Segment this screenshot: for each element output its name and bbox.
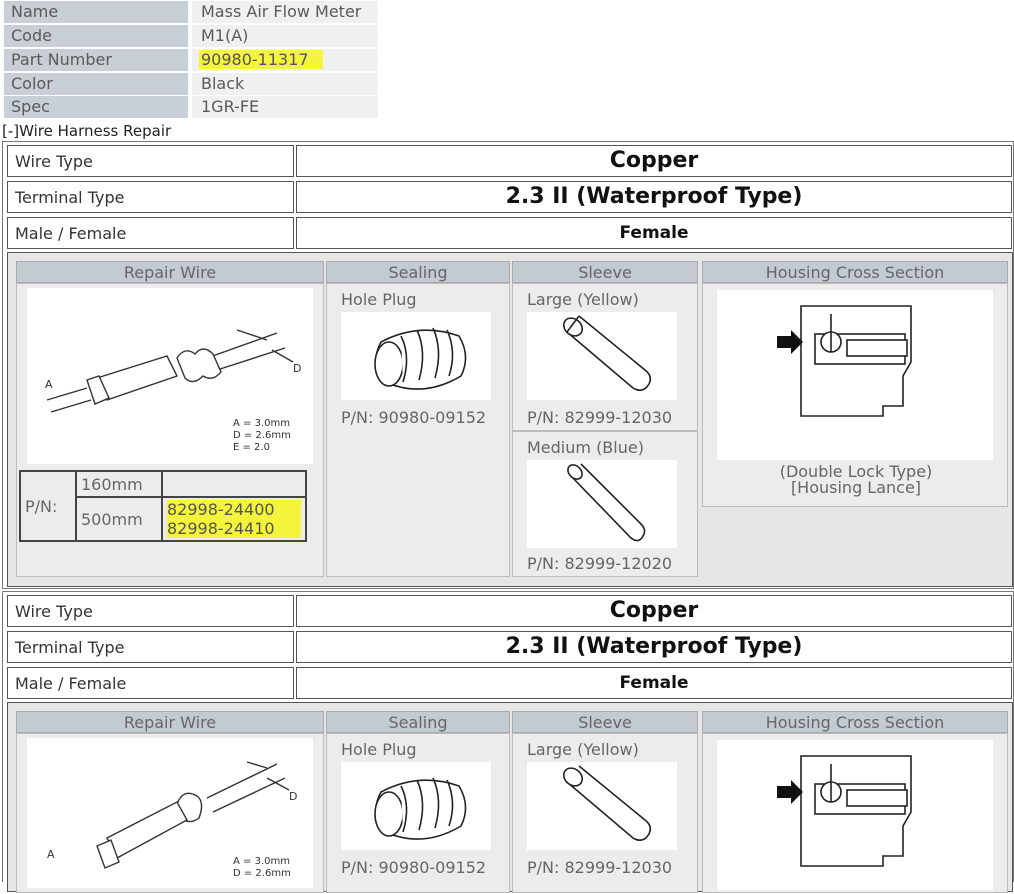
terminal-type-value: 2.3 II (Waterproof Type): [296, 181, 1012, 213]
sleeve-medium-image: [527, 460, 677, 548]
pn-500-1: 82998-24400: [167, 500, 301, 519]
sleeve-large-cell-2: Large (Yellow) P/N: 82999-12030: [512, 733, 698, 893]
pn-500-2: 82998-24410: [167, 519, 301, 538]
repair-wire-cell: A D A = 3.0mm D = 2.6mm E = 2.0 P/N: 160…: [16, 283, 324, 577]
dim-d-letter-2: D: [289, 790, 297, 803]
wire-type-label: Wire Type: [7, 145, 294, 177]
repair-wire-image: A D A = 3.0mm D = 2.6mm E = 2.0: [27, 288, 313, 464]
name-value: Mass Air Flow Meter: [192, 1, 378, 23]
hole-plug-pn: P/N: 90980-09152: [341, 408, 487, 427]
len-160: 160mm: [75, 470, 163, 498]
repair-panel: Repair Wire Sealing Sleeve Housing Cross…: [7, 252, 1013, 587]
code-value: M1(A): [192, 25, 378, 47]
terminal-drawing-icon: A D A = 3.0mm D = 2.6mm: [47, 761, 297, 879]
pn-160-empty: [161, 470, 307, 498]
sleeve-medium-icon: [567, 463, 646, 542]
sleeve-medium-cell: Medium (Blue) P/N: 82999-12020: [512, 431, 698, 577]
dim-e-text: E = 2.0: [233, 442, 270, 453]
hole-plug-label: Hole Plug: [341, 290, 417, 309]
terminal-drawing-icon: A D A = 3.0mm D = 2.6mm E = 2.0: [45, 329, 301, 453]
dim-d-text: D = 2.6mm: [233, 430, 291, 441]
wire-type-value-2: Copper: [296, 595, 1012, 627]
spec-label: Spec: [4, 96, 188, 118]
sealing-cell-2: Hole Plug P/N: 90980-09152: [326, 733, 510, 893]
sleeve-large-icon: [562, 765, 652, 842]
hole-plug-icon: [374, 777, 467, 840]
housing-cross-section-icon: [777, 755, 912, 867]
sleeve-large-cell: Large (Yellow) P/N: 82999-12030: [512, 283, 698, 431]
dim-d-letter: D: [293, 362, 301, 375]
male-female-label-2: Male / Female: [7, 667, 294, 699]
part-number-label: Part Number: [4, 49, 188, 71]
terminal-type-value-2: 2.3 II (Waterproof Type): [296, 631, 1012, 663]
dim-a-letter: A: [45, 378, 53, 391]
wire-section-2: Wire Type Copper Terminal Type 2.3 II (W…: [2, 591, 1014, 893]
spec-value: 1GR-FE: [192, 96, 378, 118]
hole-plug-image: [341, 312, 491, 400]
wire-type-label-2: Wire Type: [7, 595, 294, 627]
dim-a-text: A = 3.0mm: [233, 418, 290, 429]
wire-type-value: Copper: [296, 145, 1012, 177]
header-housing-2: Housing Cross Section: [702, 711, 1008, 733]
wire-section-1: Wire Type Copper Terminal Type 2.3 II (W…: [2, 141, 1014, 589]
name-label: Name: [4, 1, 188, 23]
housing-cell-2: [702, 733, 1008, 893]
header-repair-wire: Repair Wire: [16, 261, 324, 283]
male-female-value: Female: [296, 217, 1012, 249]
header-sleeve-2: Sleeve: [512, 711, 698, 733]
sleeve-medium-label: Medium (Blue): [527, 438, 644, 457]
repair-panel-2: Repair Wire Sealing Sleeve Housing Cross…: [7, 702, 1013, 893]
pn-500-cell: 82998-24400 82998-24410: [161, 496, 307, 542]
sleeve-large-label: Large (Yellow): [527, 290, 639, 309]
harness-toggle[interactable]: [-]Wire Harness Repair: [2, 122, 171, 140]
dim-a-text-2: A = 3.0mm: [233, 856, 290, 867]
repair-wire-image-2: A D A = 3.0mm D = 2.6mm: [27, 738, 313, 888]
housing-caption-1: (Double Lock Type): [779, 462, 933, 481]
dim-d-text-2: D = 2.6mm: [233, 868, 291, 879]
sleeve-large-image-2: [527, 762, 677, 850]
repair-wire-pn-table: P/N: 160mm 500mm 82998-24400 82998-24410: [19, 470, 307, 542]
harness-title: Wire Harness Repair: [19, 122, 172, 140]
header-sealing-2: Sealing: [326, 711, 510, 733]
collapse-toggle[interactable]: [-]: [2, 122, 20, 140]
housing-cell: (Double Lock Type) [Housing Lance]: [702, 283, 1008, 507]
repair-wire-cell-2: A D A = 3.0mm D = 2.6mm: [16, 733, 324, 893]
housing-cross-section-icon: [777, 305, 912, 417]
sleeve-large-pn-2: P/N: 82999-12030: [527, 858, 673, 877]
len-500: 500mm: [75, 496, 163, 542]
male-female-value-2: Female: [296, 667, 1012, 699]
sleeve-large-label-2: Large (Yellow): [527, 740, 639, 759]
hole-plug-image-2: [341, 762, 491, 850]
hole-plug-label-2: Hole Plug: [341, 740, 417, 759]
terminal-type-label: Terminal Type: [7, 181, 294, 213]
part-number-highlight: 90980-11317: [199, 50, 323, 69]
color-label: Color: [4, 73, 188, 95]
sleeve-medium-pn: P/N: 82999-12020: [527, 554, 673, 573]
housing-caption-2: [Housing Lance]: [790, 478, 922, 497]
sleeve-large-image: [527, 312, 677, 400]
header-repair-wire-2: Repair Wire: [16, 711, 324, 733]
sleeve-large-pn: P/N: 82999-12030: [527, 408, 673, 427]
part-number-value: 90980-11317: [192, 49, 378, 71]
header-sealing: Sealing: [326, 261, 510, 283]
pn-label: P/N:: [19, 470, 77, 542]
header-housing: Housing Cross Section: [702, 261, 1008, 283]
code-label: Code: [4, 25, 188, 47]
housing-image: [717, 290, 993, 460]
sealing-cell: Hole Plug P/N: 90980-09152: [326, 283, 510, 577]
terminal-type-label-2: Terminal Type: [7, 631, 294, 663]
color-value: Black: [192, 73, 378, 95]
header-sleeve: Sleeve: [512, 261, 698, 283]
sleeve-large-icon: [562, 315, 652, 392]
hole-plug-pn-2: P/N: 90980-09152: [341, 858, 487, 877]
housing-image-2: [717, 740, 993, 890]
male-female-label: Male / Female: [7, 217, 294, 249]
hole-plug-icon: [374, 327, 467, 390]
dim-a-letter-2: A: [47, 848, 55, 861]
